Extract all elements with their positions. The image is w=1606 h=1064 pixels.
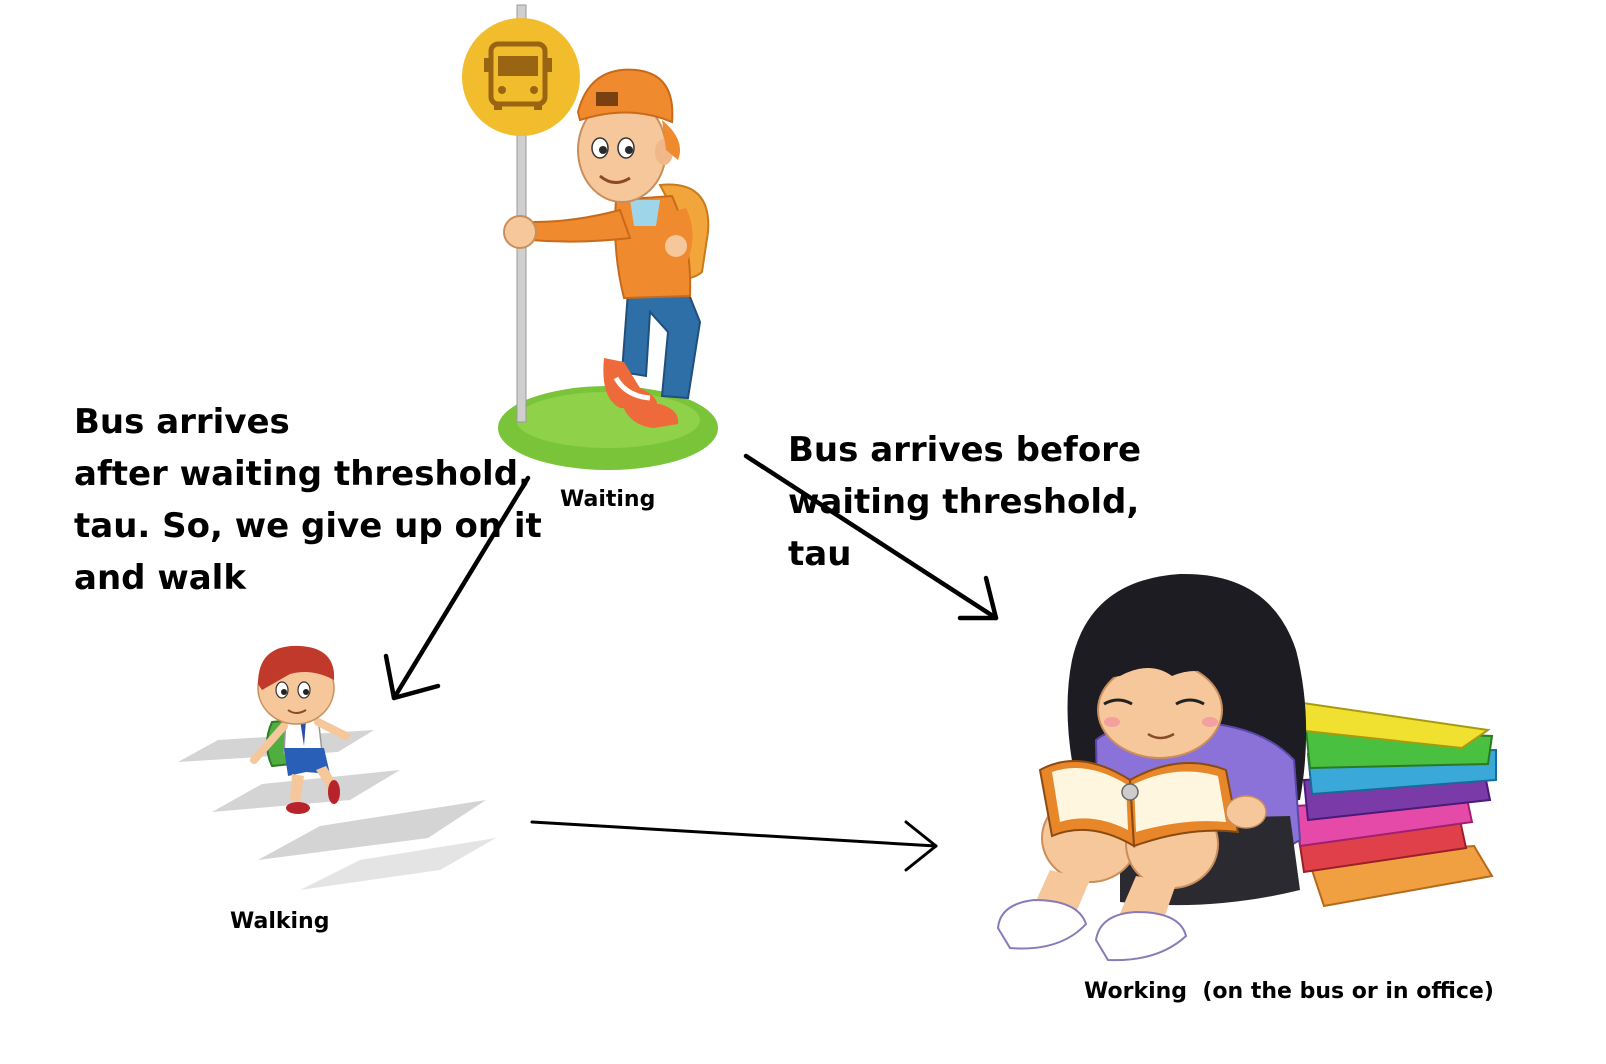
node-label-working: Working (on the bus or in office): [1084, 979, 1494, 1004]
edge-label-line: tau: [788, 534, 852, 574]
waiting-boy-illustration: [503, 68, 710, 428]
edge-label-line: after waiting threshold,: [74, 454, 531, 494]
book-stack-illustration: [1294, 700, 1497, 908]
edge-label-waiting-to-working: Bus arrives before waiting threshold, ta…: [788, 424, 1141, 580]
bus-stop-pole: [516, 4, 527, 423]
walking-child-illustration: [250, 645, 350, 814]
edge-waiting-to-walking: [383, 475, 531, 701]
edge-label-line: waiting threshold,: [788, 482, 1140, 522]
edge-label-line: and walk: [74, 558, 246, 598]
edge-waiting-to-working: [743, 453, 999, 621]
node-label-waiting: Waiting: [560, 487, 656, 512]
edge-label-waiting-to-walking: Bus arrives after waiting threshold, tau…: [74, 396, 542, 604]
edge-label-line: Bus arrives before: [788, 430, 1141, 470]
working-node-illustration: [996, 573, 1497, 962]
edge-walking-to-working: [530, 820, 938, 872]
edge-label-line: tau. So, we give up on it: [74, 506, 542, 546]
reading-girl-illustration: [996, 573, 1307, 962]
bus-stop-sign-icon: [462, 18, 580, 136]
walking-node-illustration: [178, 645, 496, 890]
waiting-node-illustration: [462, 4, 718, 470]
crosswalk: [178, 730, 496, 890]
node-label-walking: Walking: [230, 909, 330, 934]
edge-label-line: Bus arrives: [74, 402, 290, 442]
